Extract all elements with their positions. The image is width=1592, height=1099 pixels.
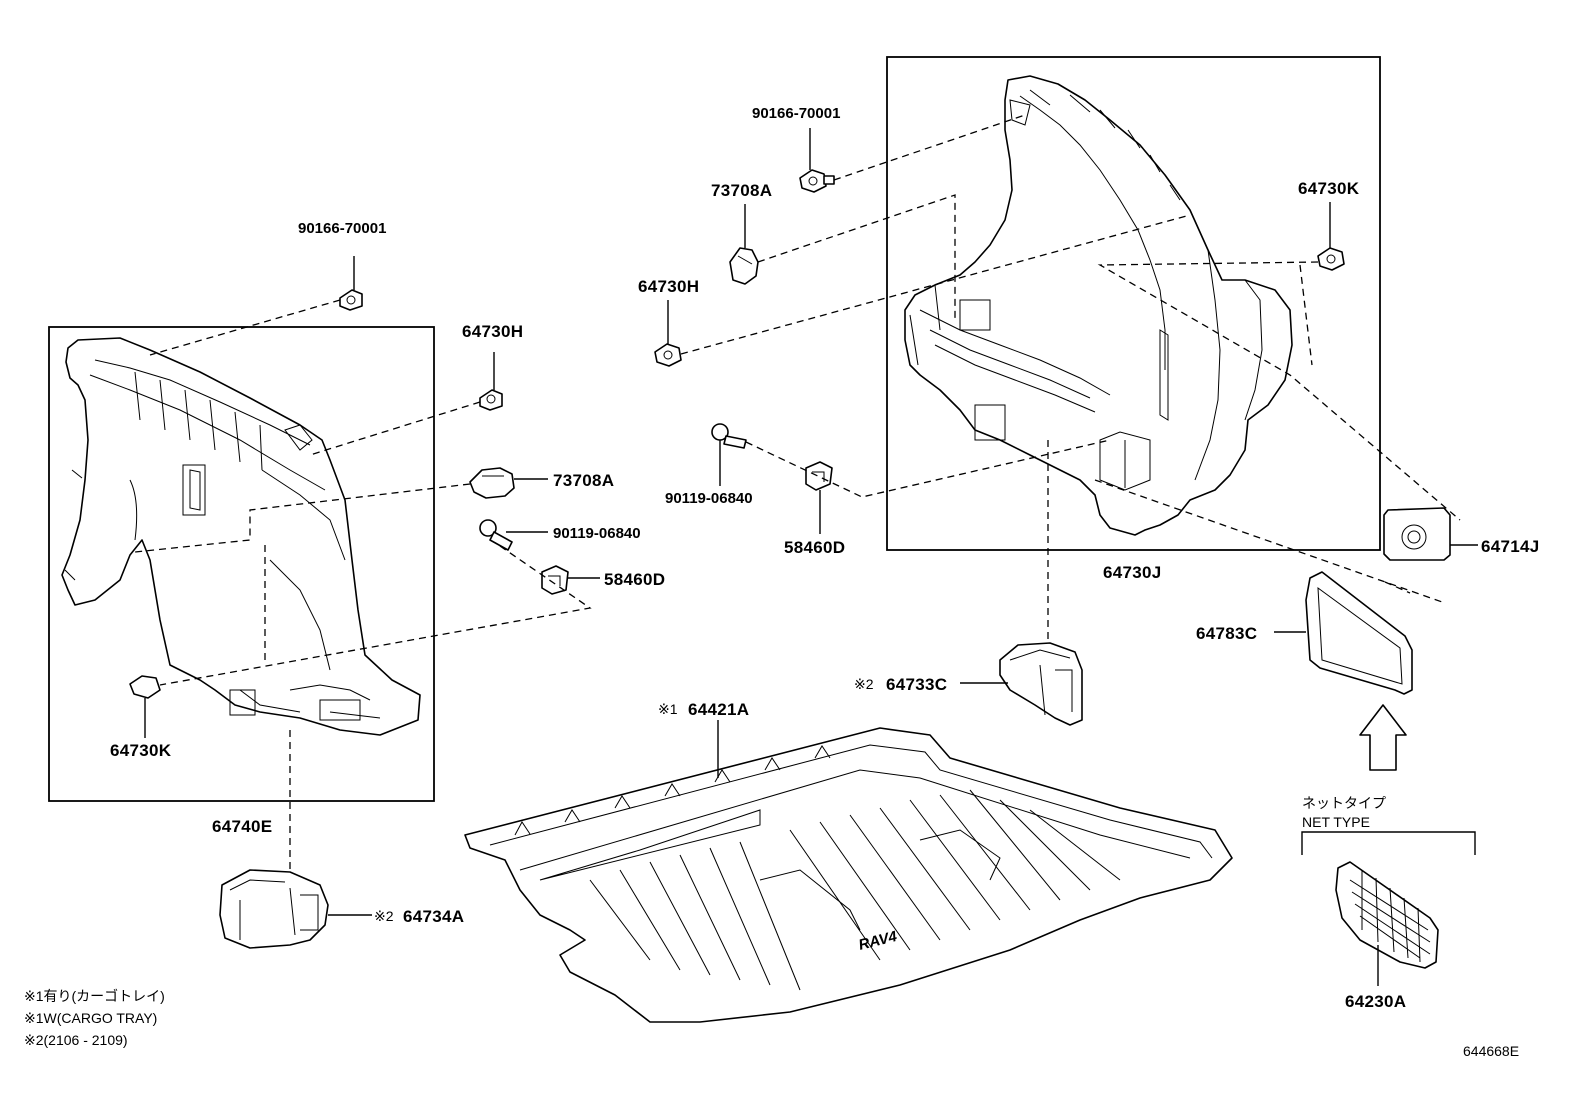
label-left-clip-k: 64730K [110, 741, 172, 760]
label-left-screw: 90119-06840 [553, 525, 641, 542]
label-cargo-tray: 64421A [688, 700, 749, 719]
label-left-fastener: 73708A [553, 471, 614, 490]
left-screw [479, 519, 548, 551]
label-left-bracket-mark: ※2 [374, 908, 394, 924]
left-fastener [469, 467, 548, 499]
label-left-panel: 64740E [212, 817, 272, 836]
net-part [1335, 861, 1439, 986]
label-right-clip-d: 58460D [784, 538, 845, 557]
net-type-bracket [1301, 831, 1476, 855]
label-right-bracket-mark: ※2 [854, 676, 874, 692]
right-frame [1274, 571, 1413, 695]
label-right-clip-h: 64730H [638, 277, 699, 296]
label-right-frame: 64783C [1196, 624, 1257, 643]
label-right-clip-k: 64730K [1298, 179, 1360, 198]
label-right-bracket: 64733C [886, 675, 947, 694]
label-left-clip-d: 58460D [604, 570, 665, 589]
right-trim-panel [904, 75, 1293, 536]
label-left-bracket: 64734A [403, 907, 464, 926]
diagram-id: 644668E [1463, 1043, 1519, 1059]
label-right-clip-top: 90166-70001 [752, 105, 840, 122]
note-line-2: ※1W(CARGO TRAY) [24, 1010, 157, 1026]
left-trim-panel [61, 337, 421, 736]
label-net: 64230A [1345, 992, 1406, 1011]
right-clip-k [1317, 202, 1345, 271]
left-bracket [219, 869, 372, 949]
right-bracket [960, 642, 1083, 726]
label-right-panel: 64730J [1103, 563, 1162, 582]
label-net-type-en: NET TYPE [1302, 814, 1370, 830]
label-left-clip-top: 90166-70001 [298, 220, 386, 237]
left-clip-h [479, 352, 503, 411]
left-clip-d [541, 565, 600, 595]
right-screw [711, 423, 747, 486]
right-fastener [729, 204, 759, 285]
label-right-cover: 64714J [1481, 537, 1540, 556]
right-cover [1383, 507, 1478, 561]
note-line-1: ※1有り(カーゴトレイ) [24, 988, 165, 1004]
left-panel-frame [48, 326, 435, 802]
note-line-3: ※2(2106 - 2109) [24, 1032, 128, 1048]
left-clip-top [339, 256, 363, 311]
right-clip-top [799, 128, 835, 193]
cargo-tray: RAV4 [464, 720, 1233, 1023]
right-panel-frame [886, 56, 1381, 551]
label-right-screw: 90119-06840 [665, 490, 753, 507]
right-clip-h [654, 300, 682, 367]
label-right-fastener: 73708A [711, 181, 772, 200]
right-clip-d [805, 461, 833, 534]
net-type-arrow [1359, 704, 1407, 771]
label-net-type-jp: ネットタイプ [1302, 795, 1386, 811]
label-left-clip-h: 64730H [462, 322, 523, 341]
left-clip-k [129, 675, 161, 738]
label-cargo-tray-mark: ※1 [658, 701, 678, 717]
